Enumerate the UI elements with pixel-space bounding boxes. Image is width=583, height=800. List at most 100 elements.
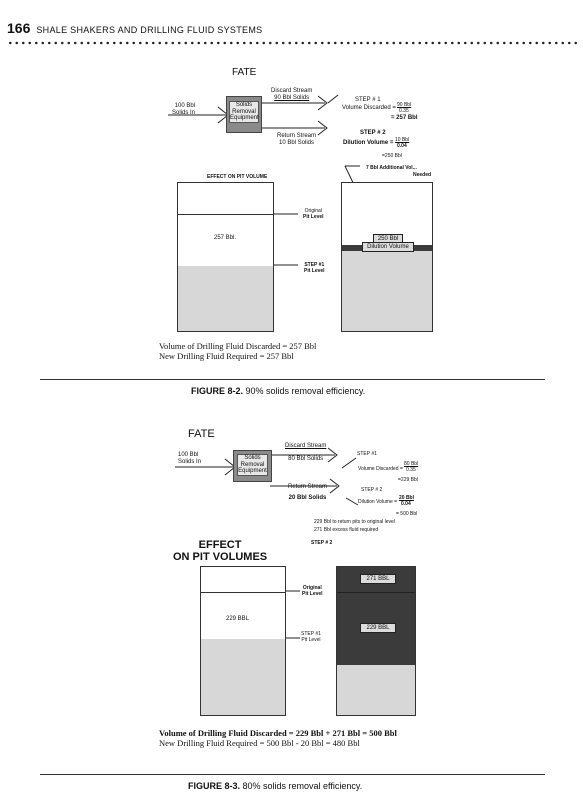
fig2-left-volume: 229 BBL [226, 616, 250, 622]
fig2-original-label: Original Pit Level [302, 585, 323, 597]
fig1-return-line2: 10 Bbl Solids [278, 140, 315, 146]
fig1-step2-label: Dilution Volume = [343, 140, 394, 146]
fig2-right-tank-fill [337, 665, 415, 715]
fig2-step2-title: STEP # 2 [361, 487, 383, 493]
fig2-left-tank-fill [201, 639, 285, 715]
fig2-left-tank: 229 BBL [200, 566, 286, 716]
fig1-discard-label: Discard Stream 90 Bbl Solids [271, 88, 312, 102]
fig2-equipment-label: Solids Removal Equipment [237, 454, 268, 476]
fig2-step1-label: Volume Discarded = [358, 466, 403, 472]
fig1-additional-line2: Needed [413, 172, 432, 178]
fig1-summary-line2: New Drilling Fluid Required = 257 Bbl [159, 351, 294, 361]
fig1-left-tank: 257 Bbl. [177, 182, 274, 332]
fig1-input-label: 100 Bbl Solids In [172, 103, 195, 117]
fig1-equip-line1: Solids [235, 102, 253, 108]
fig1-step1-level-line1: STEP #1 [304, 262, 325, 268]
fig1-step1-level-label: STEP #1 Pit Level [304, 262, 325, 274]
fig1-step1-title: STEP # 1 [355, 97, 381, 103]
fig1-effect-title: EFFECT ON PIT VOLUME [207, 174, 268, 180]
fig2-effect-title: EFFECT ON PIT VOLUMES [173, 539, 267, 563]
fig2-fate-title: FATE [188, 428, 215, 440]
fig1-input-qty: 100 Bbl [174, 103, 196, 109]
fig1-input-desc: Solids In [172, 110, 196, 116]
page-header: 166 SHALE SHAKERS AND DRILLING FLUID SYST… [7, 20, 262, 36]
fig1-left-volume: 257 Bbl. [214, 235, 237, 241]
fig2-caption-rule [40, 774, 545, 775]
fig1-step1-result: = 257 Bbl [391, 115, 418, 121]
fig1-left-tank-fill [178, 266, 273, 331]
fig1-original-level-line [178, 214, 273, 215]
fig1-fate-title: FATE [232, 67, 257, 78]
fig2-right-tank: 271 BBL 229 BBL [336, 566, 416, 716]
fig1-return-line1: Return Stream [277, 133, 317, 139]
fig1-additional-line1: 7 Bbl Additional Vol... [366, 165, 417, 171]
fig2-caption-text: 80% solids removal efficiency. [240, 781, 363, 791]
fig2-box-mid: 229 BBL [360, 623, 396, 633]
fig2-caption: FIGURE 8-3. 80% solids removal efficienc… [188, 781, 362, 791]
fig2-box-top: 271 BBL [360, 574, 396, 584]
fig1-caption: FIGURE 8-2. 90% solids removal efficienc… [191, 386, 365, 396]
fig2-note1: 229 Bbl to return pits to original level [314, 519, 395, 525]
fig1-caption-text: 90% solids removal efficiency. [243, 386, 366, 396]
fig2-step2-den: 0.04 [401, 501, 411, 507]
fig1-step1-label: Volume Discarded = [342, 105, 396, 111]
fig2-original-line2: Pit Level [302, 591, 323, 597]
fig1-original-label: Original Pit Level [303, 208, 324, 220]
fig2-discard-line2: 80 Bbl Solids [288, 456, 324, 462]
fig1-equip-line3: Equipment [230, 115, 259, 121]
fig1-discard-line2: 90 Bbl Solids [274, 95, 310, 101]
fig2-step2-result: = 500 Bbl [396, 511, 418, 517]
fig2-input-label: 100 Bbl Solids In [178, 452, 201, 466]
fig2-original-line1: Original [302, 585, 322, 591]
fig2-step1-level-line1: STEP #1 [301, 631, 321, 637]
fig2-equip-line2: Removal [240, 461, 265, 468]
fig2-step1-title: STEP #1 [357, 451, 377, 457]
dotted-rule [7, 40, 577, 46]
fig1-caption-label: FIGURE 8-2. [191, 386, 244, 396]
running-title: SHALE SHAKERS AND DRILLING FLUID SYSTEMS [36, 25, 263, 35]
fig2-input-desc: Solids In [178, 459, 202, 465]
fig1-original-line2: Pit Level [303, 214, 324, 220]
fig2-step2-label: Dilution Volume = [358, 499, 398, 505]
fig2-step1-result: =229 Bbl [398, 477, 418, 483]
fig2-return-line1: Return Stream [288, 484, 328, 490]
fig1-equipment-label: Solids Removal Equipment [229, 101, 259, 123]
fig2-equip-line1: Solids [244, 455, 261, 461]
fig2-effect-line1: EFFECT [198, 539, 242, 551]
fig1-step1-level-line2: Pit Level [304, 268, 325, 274]
fig2-equip-line3: Equipment [238, 468, 267, 474]
fig1-step1-den: 0.35 [399, 108, 409, 114]
fig2-note2: 271 Bbl excess fluid required [314, 527, 379, 533]
fig2-return-label: Return Stream 20 Bbl Solids [288, 484, 327, 502]
fig2-equipment-box: Solids Removal Equipment [233, 450, 272, 482]
fig1-discard-line1: Discard Stream [271, 88, 313, 94]
fig1-box-dilution: Dilution Volume [362, 242, 414, 252]
fig1-caption-rule [40, 379, 545, 380]
fig2-original-level-line [201, 592, 285, 593]
fig2-right-level-line [337, 592, 415, 593]
fig2-step1-den: 0.35 [406, 467, 416, 473]
fig2-discard-line1: Discard Stream [285, 443, 327, 449]
fig2-step1-level-label: STEP #1 Pit Level [301, 631, 321, 643]
fig2-discard-label: Discard Stream 80 Bbl Solids [285, 443, 326, 463]
fig2-caption-label: FIGURE 8-3. [188, 781, 241, 791]
fig2-step1-level-line2: Pit Level [301, 637, 321, 643]
fig1-step2-num: 10 Bbl [395, 137, 410, 143]
fig2-summary-line1: Volume of Drilling Fluid Discarded = 229… [159, 728, 397, 738]
fig1-right-tank: 250 Bbl Dilution Volume [341, 182, 433, 332]
fig1-step2-result: =250 Bbl [382, 153, 402, 159]
fig1-equip-line2: Removal [232, 108, 256, 115]
page-number: 166 [7, 20, 31, 36]
fig2-step2-label-mid: STEP # 2 [311, 540, 333, 546]
fig1-summary-line1: Volume of Drilling Fluid Discarded = 257… [159, 341, 317, 351]
fig1-right-tank-fill [342, 251, 432, 331]
fig1-step1-num: 90 Bbl [397, 102, 412, 108]
fig2-return-line2: 20 Bbl Solids [288, 495, 327, 501]
fig1-original-line1: Original [304, 208, 322, 214]
fig1-step2-den: 0.04 [397, 143, 407, 149]
fig1-equipment-box: Solids Removal Equipment [226, 96, 262, 133]
fig2-step2-num: 20 Bbl [399, 495, 415, 501]
fig2-input-qty: 100 Bbl [178, 452, 199, 458]
fig1-return-label: Return Stream 10 Bbl Solids [277, 133, 316, 147]
